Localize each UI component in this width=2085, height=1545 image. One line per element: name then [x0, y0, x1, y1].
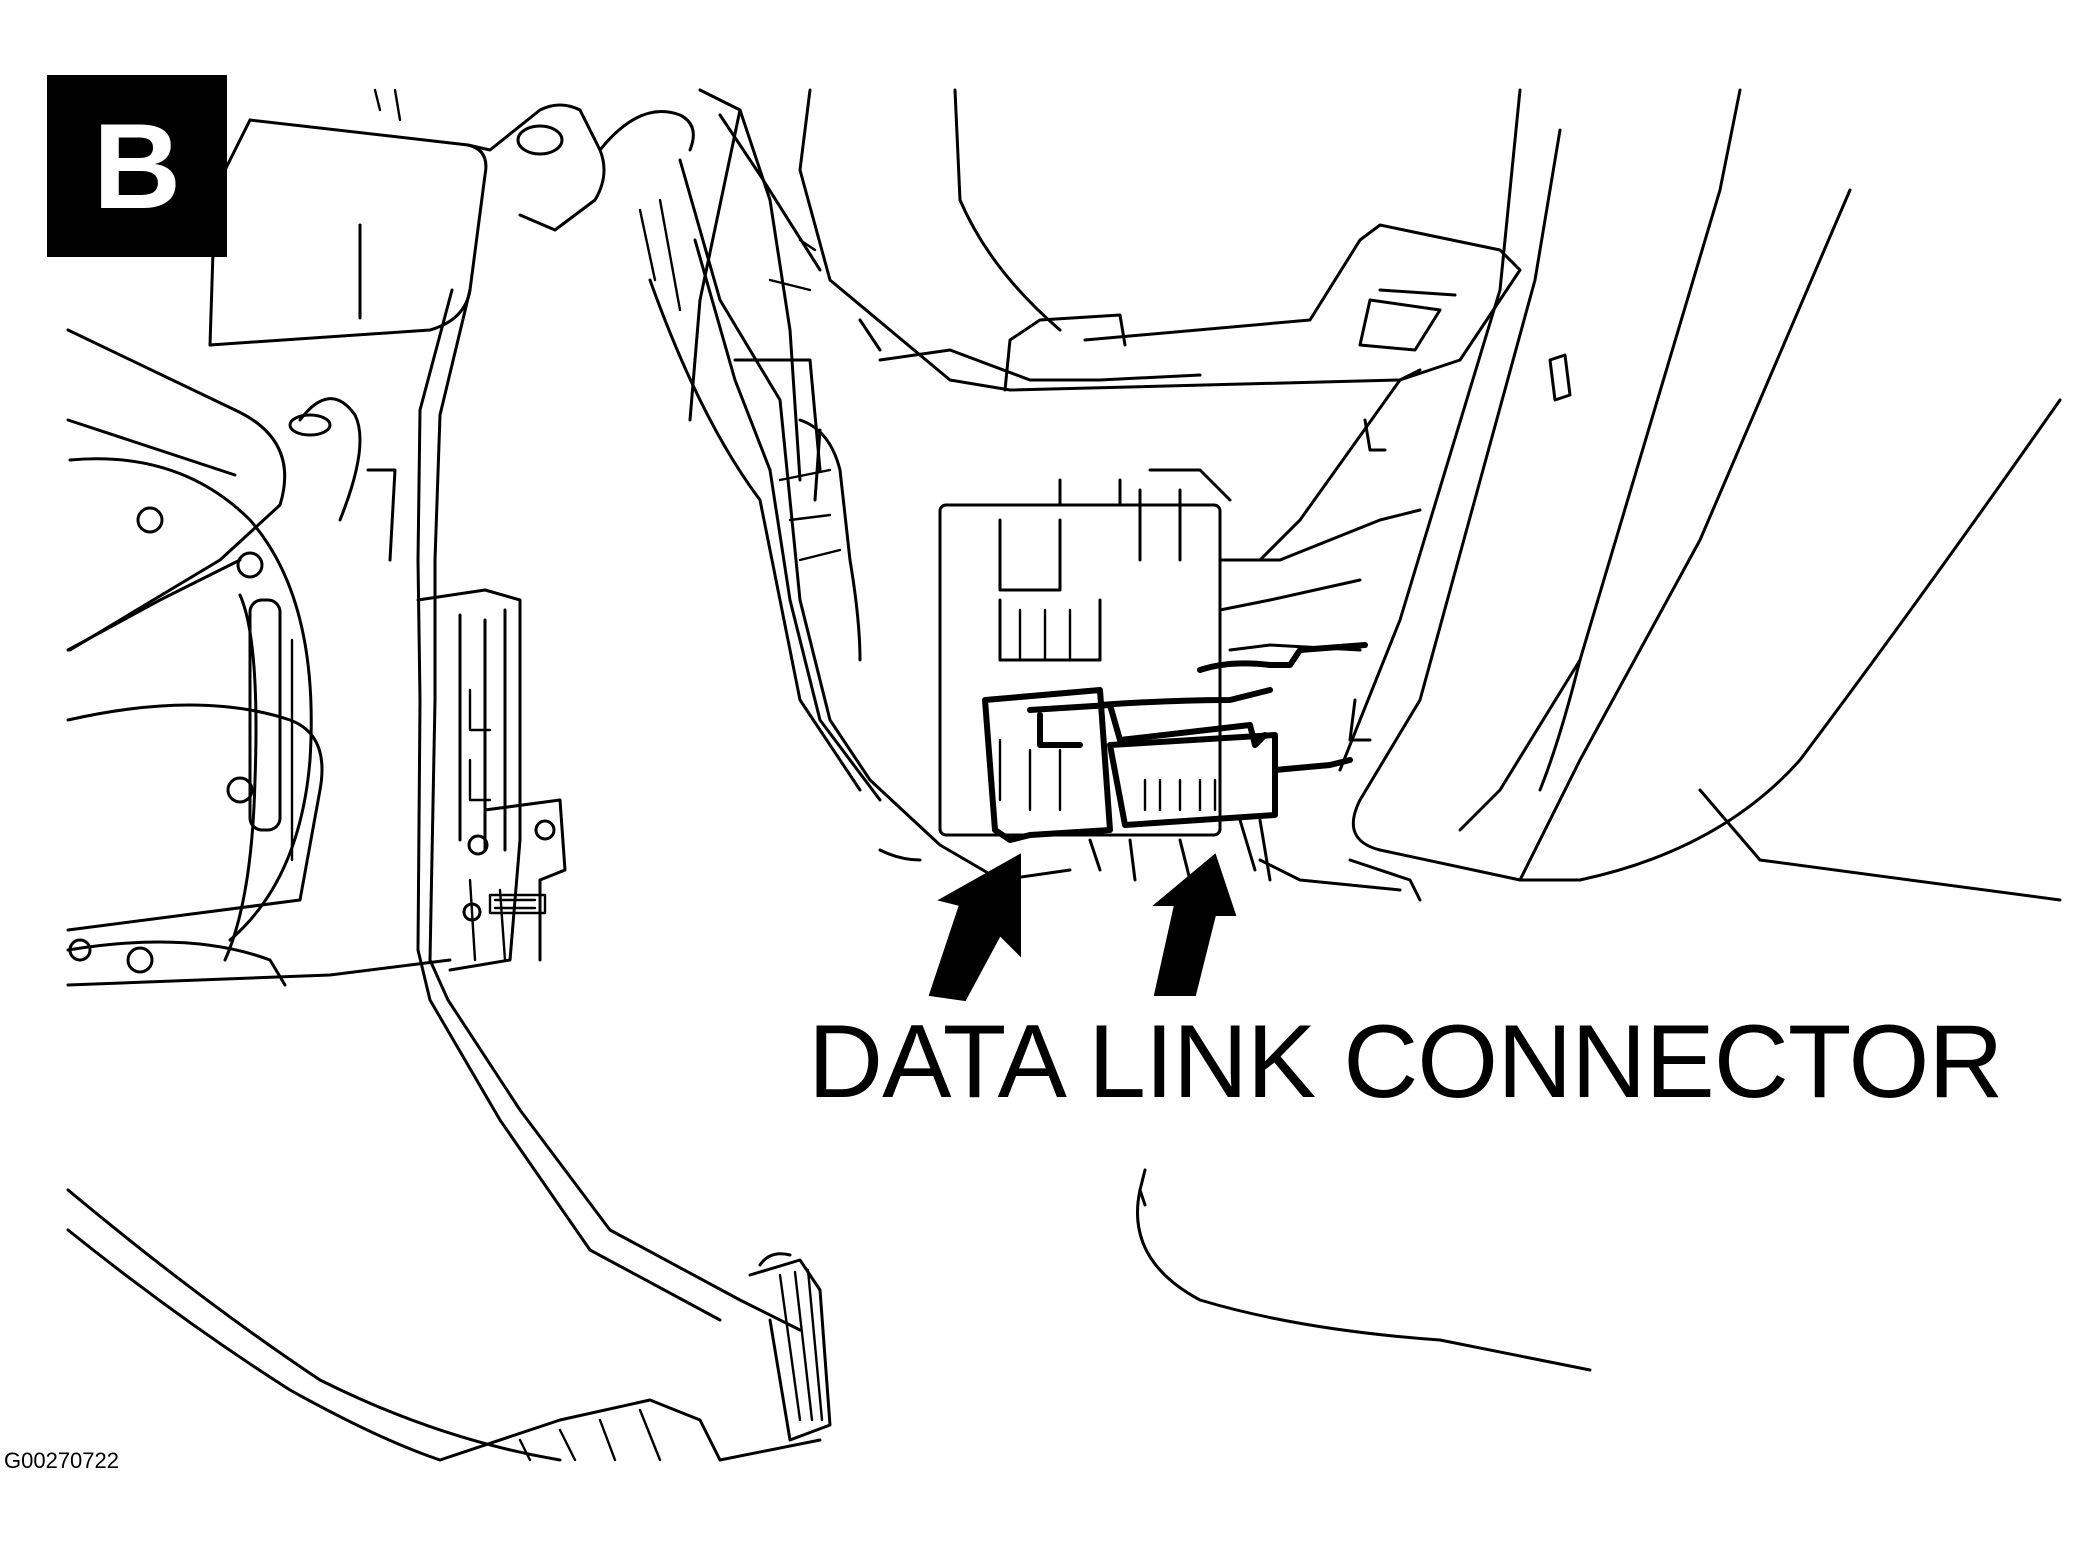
steering-column-area [66, 88, 606, 987]
pedal-arm [416, 88, 822, 1332]
data-link-connector-label: DATA LINK CONNECTOR [808, 1004, 2004, 1120]
arrow-left [928, 853, 1021, 1002]
right-dash-panel [798, 88, 2062, 902]
panel-letter-badge: B [47, 75, 227, 257]
data-link-connector [982, 642, 1368, 882]
callout-arrows [928, 853, 1237, 1002]
figure-code: G00270722 [4, 1448, 119, 1473]
harness-and-ecu [648, 158, 1422, 882]
floor-and-pedal [66, 1168, 1592, 1462]
arrow-right [1152, 853, 1237, 996]
junction-block [416, 588, 567, 972]
